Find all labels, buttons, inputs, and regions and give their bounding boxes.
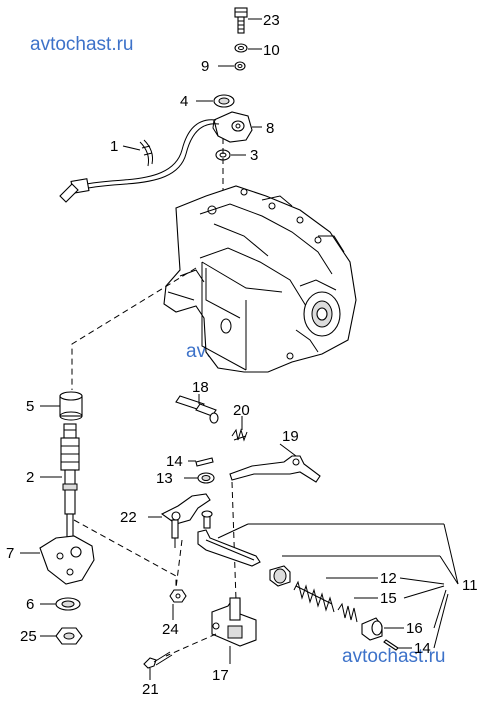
label-23: 23 — [263, 12, 280, 29]
speedometer-cable — [59, 119, 220, 203]
part-14-pin-upper — [195, 457, 214, 467]
part-18-pin — [175, 395, 219, 424]
label-9: 9 — [201, 58, 209, 75]
label-8: 8 — [266, 120, 274, 137]
label-25: 25 — [20, 628, 37, 645]
label-3: 3 — [250, 147, 258, 164]
label-19: 19 — [282, 428, 299, 445]
label-14-lower: 14 — [414, 640, 431, 657]
label-14-upper: 14 — [166, 453, 183, 470]
label-22: 22 — [120, 509, 137, 526]
label-6: 6 — [26, 596, 34, 613]
label-5: 5 — [26, 398, 34, 415]
label-20: 20 — [233, 402, 250, 419]
transmission-housing — [163, 185, 357, 373]
part-24-nut — [169, 589, 187, 603]
part-7-shift-lever — [39, 535, 95, 585]
label-15: 15 — [380, 590, 397, 607]
part-25-nut — [55, 627, 83, 645]
part-16-plunger — [361, 617, 383, 641]
label-12: 12 — [380, 570, 397, 587]
label-1: 1 — [110, 138, 118, 155]
label-10: 10 — [263, 42, 280, 59]
part-11-selector-rod — [197, 529, 261, 567]
label-11: 11 — [462, 577, 478, 594]
part-12-spring — [293, 580, 335, 613]
label-13: 13 — [156, 470, 173, 487]
label-2: 2 — [26, 469, 34, 486]
label-21: 21 — [142, 681, 159, 698]
label-17: 17 — [212, 667, 229, 684]
part-20-spring — [231, 428, 248, 442]
part-11-plug — [269, 565, 291, 587]
part-10-washer — [234, 43, 248, 53]
part-19-detent-lever — [229, 455, 321, 483]
part-9-ring — [234, 61, 246, 71]
label-24: 24 — [162, 621, 179, 638]
part-15-spring — [337, 602, 358, 623]
watermark-bottom: avtochast.ru — [342, 646, 446, 667]
label-16: 16 — [406, 620, 423, 637]
label-18: 18 — [192, 379, 209, 396]
part-17-bracket — [211, 597, 257, 647]
part-22-lever — [160, 493, 213, 548]
part-4-seal — [213, 94, 235, 108]
part-6-washer — [55, 597, 81, 611]
part-21-bolt — [143, 651, 173, 669]
part-1-clip — [139, 139, 153, 167]
watermark-top: avtochast.ru — [30, 34, 134, 55]
part-14-pin-lower — [383, 639, 399, 651]
part-13-bushing — [197, 472, 215, 484]
label-4: 4 — [180, 93, 188, 110]
part-5-bushing — [59, 391, 83, 421]
part-2-shift-shaft — [60, 423, 80, 539]
label-7: 7 — [6, 545, 14, 562]
part-23-bolt — [234, 7, 248, 34]
part-8-speed-sensor — [212, 111, 253, 143]
